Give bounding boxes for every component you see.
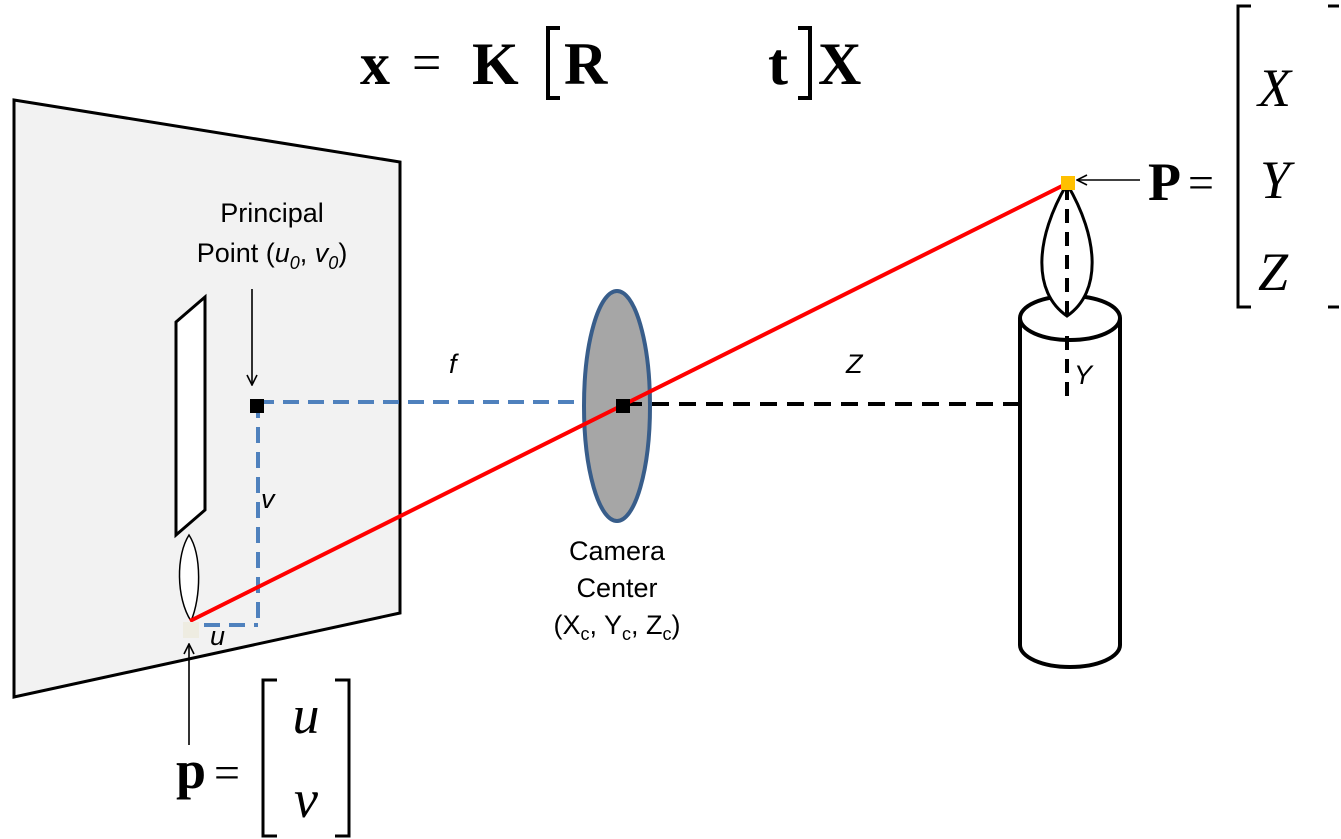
image-point-symbol: p (176, 740, 206, 800)
candle (1018, 181, 1122, 669)
principal-point-marker (250, 399, 264, 413)
equation-bracket-right (798, 26, 812, 100)
equation-lhs: x (360, 31, 390, 97)
height-label: Y (1074, 360, 1094, 390)
image-point-u: u (293, 685, 320, 745)
image-candle-body (174, 293, 207, 539)
camera-center-coordinates: (Xc, Yc, Zc) (553, 610, 680, 644)
image-point-vector: p = u v (176, 678, 351, 838)
world-point-y: Y (1260, 150, 1295, 210)
image-point-v: v (294, 769, 318, 829)
camera-center-marker (616, 399, 630, 413)
equation-bracket-left (546, 26, 560, 100)
v-label: v (261, 484, 276, 514)
equation-X: X (818, 31, 861, 97)
image-point-bracket-left (261, 678, 277, 838)
world-point-vector: P = X Y Z (1148, 4, 1339, 309)
principal-point-label-line2: Point (u0, v0) (197, 238, 348, 273)
image-point-marker (183, 622, 199, 638)
camera-center-label-line2: Center (576, 573, 657, 603)
equation-K: K (472, 31, 519, 97)
world-point-symbol: P (1148, 152, 1181, 212)
world-point-x: X (1256, 58, 1293, 118)
image-point-equals: = (214, 747, 240, 798)
world-point-bracket-left (1236, 4, 1251, 309)
u-label: u (210, 621, 225, 651)
focal-length-label: f (449, 349, 459, 379)
projection-equation: x = K R t X (360, 26, 861, 100)
image-plane (12, 98, 402, 699)
depth-label: Z (845, 349, 864, 379)
equation-R: R (564, 31, 608, 97)
world-point-marker (1061, 176, 1075, 190)
world-point-equals: = (1188, 157, 1214, 208)
camera-center-label-line1: Camera (569, 536, 666, 566)
image-point-bracket-right (335, 678, 351, 838)
candle-body (1018, 318, 1122, 669)
equation-equals: = (412, 35, 441, 92)
world-point-z: Z (1258, 242, 1289, 302)
candle-flame (1040, 181, 1094, 318)
equation-t: t (768, 31, 788, 97)
principal-point-label-line1: Principal (220, 198, 324, 228)
